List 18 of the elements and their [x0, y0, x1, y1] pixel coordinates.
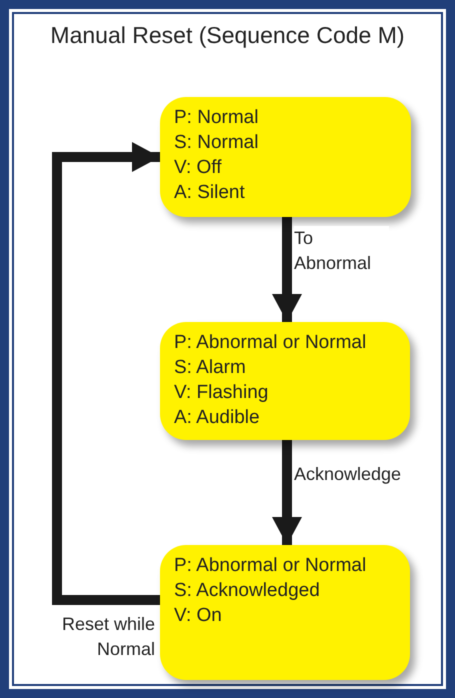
arrow — [272, 217, 302, 322]
state-box — [160, 322, 410, 440]
state-text: S: Normal — [174, 131, 260, 155]
arrow — [272, 440, 302, 545]
title: Manual Reset (Sequence Code M) — [49, 22, 406, 49]
state-text: S: Alarm — [174, 356, 247, 380]
arrow — [52, 142, 160, 605]
state-text: S: Acknowledged — [174, 579, 321, 603]
state-box — [160, 97, 411, 217]
state-text: P: Abnormal or Normal — [174, 331, 368, 355]
state-text: A: Audible — [174, 406, 261, 430]
state-text: P: Normal — [174, 106, 260, 130]
state-text: P: Abnormal or Normal — [174, 554, 368, 578]
state-box — [160, 545, 410, 680]
state-text: V: Off — [174, 156, 223, 180]
state-text: V: Flashing — [174, 381, 270, 405]
state-text: V: On — [174, 604, 223, 628]
state-text: A: Silent — [174, 181, 246, 205]
